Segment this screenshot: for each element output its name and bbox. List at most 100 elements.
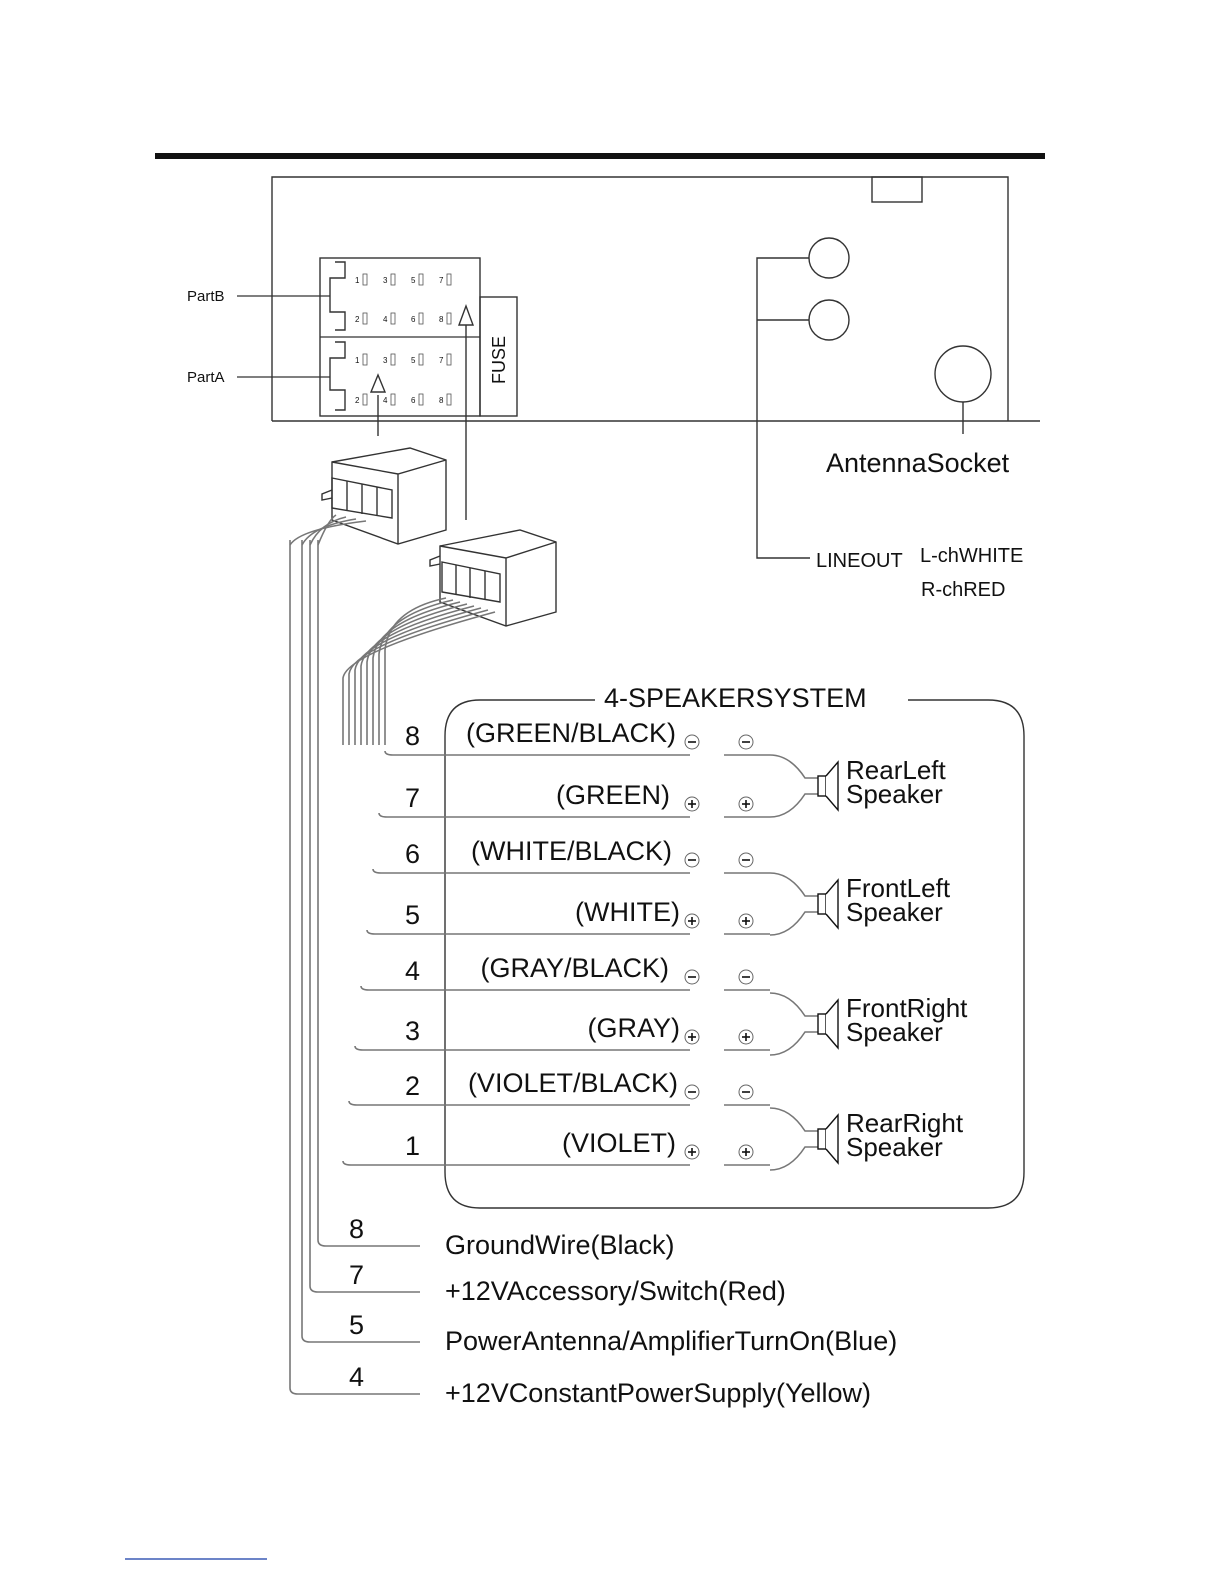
- pin-slot: [446, 273, 452, 286]
- speaker-system-title: 4-SPEAKERSYSTEM: [604, 683, 867, 713]
- pin-number: 3: [383, 276, 388, 285]
- connector-plug-a: [321, 447, 447, 545]
- pin-slot: [390, 393, 396, 406]
- wire-number: 8: [405, 721, 420, 751]
- connector-plug-b: [429, 529, 557, 627]
- antenna-socket: [934, 345, 992, 434]
- lineout-label: LINEOUT: [816, 550, 903, 572]
- pin-slot: [362, 353, 368, 366]
- bundle-wire: [366, 603, 468, 745]
- lineout-left-label: L-chWHITE: [920, 545, 1023, 567]
- pin-slot: [362, 393, 368, 406]
- speaker-icon: [817, 775, 827, 797]
- pin-number: 4: [383, 396, 388, 405]
- polarity-symbol: [738, 1144, 754, 1160]
- polarity-symbol: [684, 1144, 700, 1160]
- pin-slot: [418, 273, 424, 286]
- polarity-symbol: [684, 969, 700, 985]
- power-wire-label: GroundWire(Black): [445, 1230, 675, 1260]
- speaker-icon: [817, 893, 827, 915]
- pin-slot: [362, 273, 368, 286]
- part-b-label: PartB: [187, 288, 225, 305]
- bundle-wire: [342, 611, 496, 745]
- polarity-symbol: [738, 1084, 754, 1100]
- power-wire-label: +12VConstantPowerSupply(Yellow): [445, 1378, 871, 1408]
- connector-a-arrow: [369, 373, 387, 436]
- pin-slot: [390, 312, 396, 325]
- pin-slot: [390, 353, 396, 366]
- pin-number: 2: [355, 315, 360, 324]
- speaker-name: RearLeft: [846, 755, 946, 785]
- fuse-holder: FUSE: [479, 296, 518, 417]
- wire-number: 6: [405, 839, 420, 869]
- polarity-symbol: [738, 796, 754, 812]
- polarity-symbol: [738, 913, 754, 929]
- wire-number: 3: [405, 1016, 420, 1046]
- speaker-system-frame: [444, 699, 1025, 1209]
- pin-number: 1: [355, 356, 360, 365]
- speaker-name-line2: Speaker: [846, 779, 943, 809]
- pin-slot: [418, 353, 424, 366]
- wire-color-label: (VIOLET/BLACK): [468, 1068, 678, 1098]
- wire-number: 4: [405, 956, 420, 986]
- wire-color-label: (WHITE/BLACK): [471, 836, 672, 866]
- bundle-wire: [289, 520, 367, 546]
- bundle-wire: [372, 601, 461, 745]
- pin-slot: [446, 393, 452, 406]
- pin-slot: [446, 312, 452, 325]
- pin-slot: [446, 353, 452, 366]
- speaker-wire-6: 6 (WHITE/BLACK): [372, 836, 770, 874]
- wire-color-label: (GREEN): [556, 780, 670, 810]
- speaker-name-line2: Speaker: [846, 897, 943, 927]
- speaker-wire-8: 8 (GREEN/BLACK): [384, 718, 770, 756]
- wire-number: 5: [349, 1310, 364, 1340]
- lineout-right-label: R-chRED: [921, 579, 1005, 601]
- pin-number: 4: [383, 315, 388, 324]
- head-unit-panel: [271, 176, 1040, 422]
- power-wire-label: PowerAntenna/AmplifierTurnOn(Blue): [445, 1326, 897, 1356]
- polarity-symbol: [684, 796, 700, 812]
- speaker-wire-1: 1(VIOLET): [342, 1128, 770, 1166]
- pin-number: 5: [411, 276, 416, 285]
- wire-color-label: (VIOLET): [562, 1128, 676, 1158]
- bundle-wire: [378, 599, 454, 745]
- pin-slot: [390, 273, 396, 286]
- wire-color-label: (GRAY/BLACK): [480, 953, 669, 983]
- bundle-wire: [354, 607, 482, 745]
- bundle-wire: [360, 605, 475, 745]
- wire-color-label: (GRAY): [588, 1013, 681, 1043]
- power-wire-7: 7 +12VAccessory/Switch(Red): [309, 540, 786, 1306]
- bundle-wire: [384, 597, 447, 745]
- pin-number: 1: [355, 276, 360, 285]
- polarity-symbol: [684, 1029, 700, 1045]
- pin-slot: [418, 312, 424, 325]
- pin-number: 7: [439, 356, 444, 365]
- polarity-symbol: [684, 1084, 700, 1100]
- pin-number: 6: [411, 315, 416, 324]
- pin-slot: [418, 393, 424, 406]
- wire-number: 7: [349, 1260, 364, 1290]
- pin-slot: [362, 312, 368, 325]
- wire-number: 2: [405, 1071, 420, 1101]
- speaker-name: RearRight: [846, 1108, 964, 1138]
- part-a-label: PartA: [187, 369, 225, 386]
- speaker-wire-7: 7(GREEN): [378, 780, 770, 818]
- speaker-icon: [817, 1128, 827, 1150]
- pin-number: 3: [383, 356, 388, 365]
- power-wire-label: +12VAccessory/Switch(Red): [445, 1276, 786, 1306]
- wire-color-label: (GREEN/BLACK): [466, 718, 676, 748]
- polarity-symbol: [738, 734, 754, 750]
- speaker-name: FrontRight: [846, 993, 968, 1023]
- wire-number: 8: [349, 1214, 364, 1244]
- wire-color-label: (WHITE): [575, 897, 680, 927]
- fuse-label: FUSE: [489, 336, 509, 384]
- speaker-wire-4: 4 (GRAY/BLACK): [360, 953, 770, 991]
- pin-number: 8: [439, 315, 444, 324]
- speaker-wire-5: 5(WHITE): [366, 897, 770, 935]
